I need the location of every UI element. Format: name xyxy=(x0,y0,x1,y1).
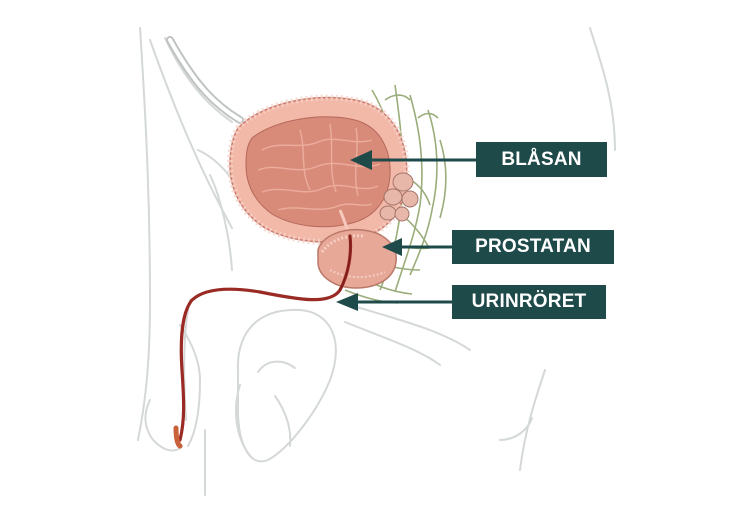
bladder xyxy=(226,94,410,246)
leader-lines xyxy=(336,150,478,311)
bladder-arrow-head xyxy=(350,150,372,170)
prostate-arrow-head xyxy=(382,238,402,256)
ureter xyxy=(166,36,244,124)
bladder-label: BLÅSAN xyxy=(476,142,607,177)
seminal-vesicles xyxy=(379,172,419,222)
prostate-label: PROSTATAN xyxy=(452,230,614,264)
urethra xyxy=(173,234,353,449)
body-outline xyxy=(137,27,616,496)
urethra-label: URINRÖRET xyxy=(452,285,606,319)
prostate xyxy=(317,228,397,289)
urethra-arrow-head xyxy=(336,293,358,311)
